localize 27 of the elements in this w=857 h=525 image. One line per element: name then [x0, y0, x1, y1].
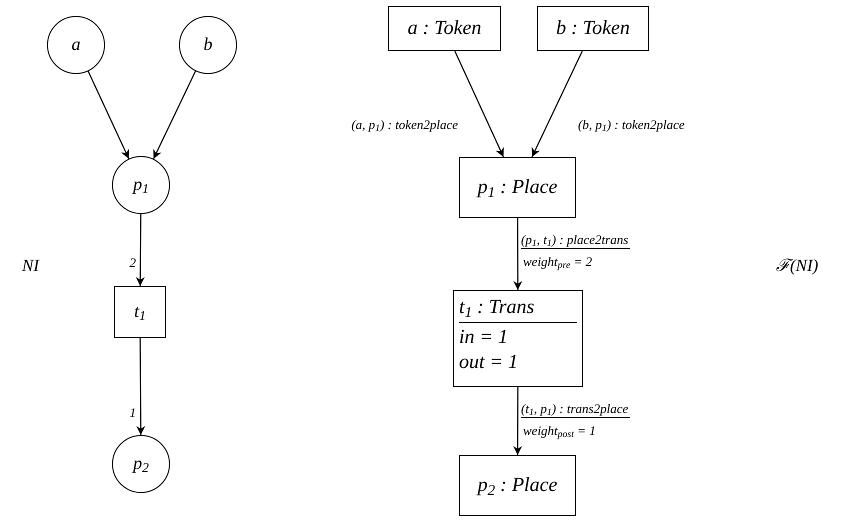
object-box	[453, 290, 583, 387]
attribute-text: in = 1	[459, 325, 508, 350]
arrow	[513, 218, 522, 290]
object-box: p$_{1}$ : Place	[459, 157, 576, 218]
edge-label: (t$_{1}$, p$_{1}$) : trans2place	[521, 401, 630, 418]
edge-label: (p$_{1}$, t$_{1}$) : place2trans	[521, 232, 630, 250]
class-heading: t$_{1}$ : Trans	[459, 295, 577, 323]
edge-label: 2	[128, 255, 136, 272]
arrow	[88, 71, 130, 159]
object-box: a : Token	[388, 6, 501, 51]
transition-box: t$_{1}$	[114, 286, 166, 338]
net-label: NI	[22, 256, 39, 276]
arrow	[152, 70, 196, 160]
arrow	[513, 387, 522, 455]
functor-label: ℱ(NI)	[776, 256, 818, 276]
edge-label: (a, p$_{1}$) : token2place	[350, 117, 458, 134]
edge-label: (b, p$_{1}$) : token2place	[578, 117, 686, 134]
arrow	[454, 50, 504, 158]
attribute-label: weight$_{post}$ = 1	[523, 423, 596, 439]
attribute-label: weight$_{pre}$ = 2	[523, 254, 592, 270]
edge-label: 1	[128, 405, 136, 422]
arrow	[136, 338, 146, 435]
attribute-text: out = 1	[459, 350, 518, 375]
arrow	[136, 214, 145, 286]
object-box: b : Token	[537, 6, 649, 51]
arrow	[531, 50, 583, 158]
object-box: p$_{2}$ : Place	[459, 455, 576, 516]
